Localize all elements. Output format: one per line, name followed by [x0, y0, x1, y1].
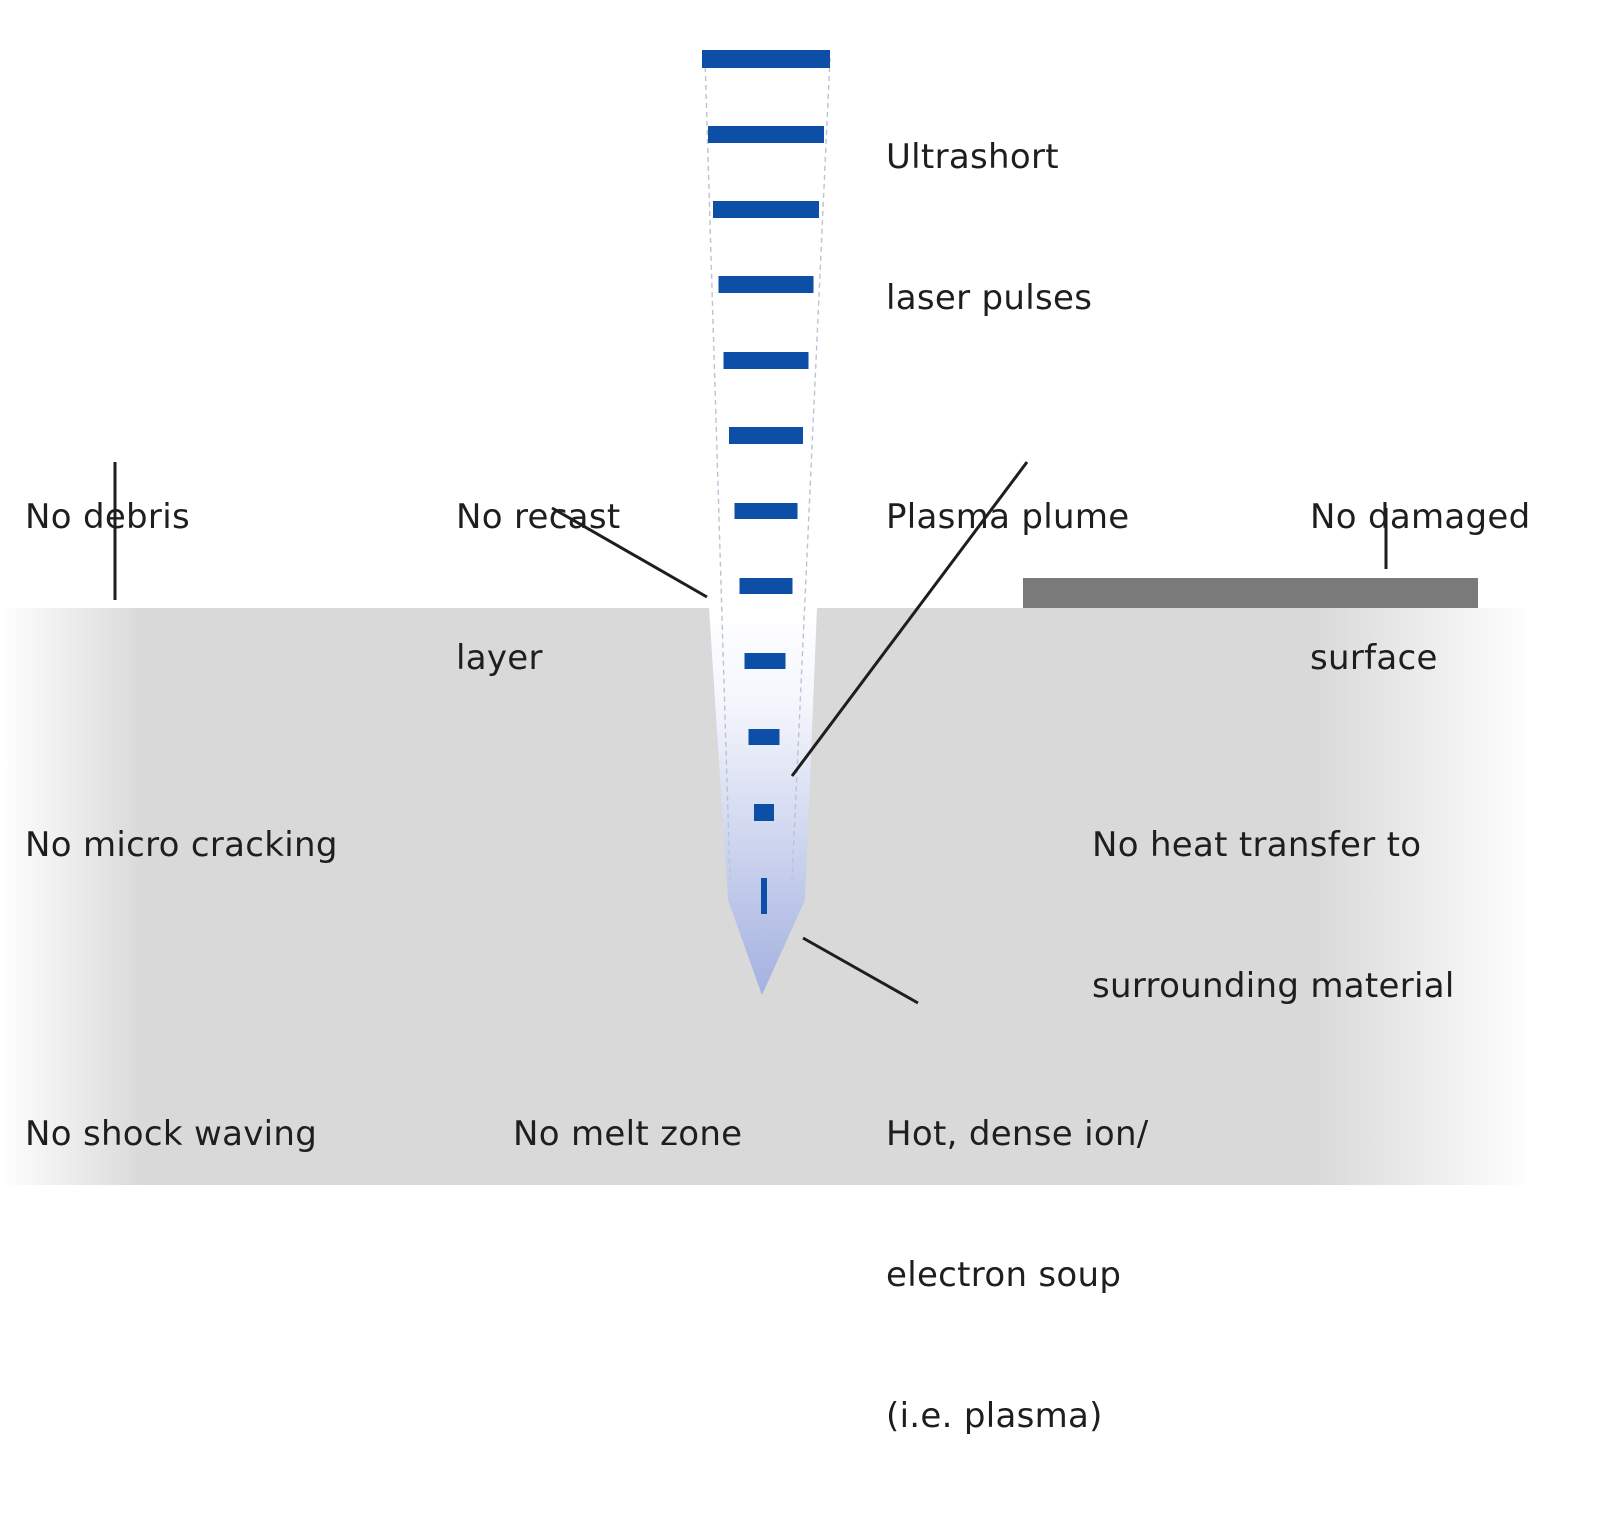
laser-pulse-4 [718, 276, 814, 293]
laser-pulse-11 [754, 804, 774, 821]
label-ultrashort-laser-pulses: Ultrashort laser pulses [886, 137, 1093, 318]
laser-pulse-1 [702, 50, 830, 68]
plasma-plume-leader [790, 461, 1029, 777]
laser-pulse-8 [739, 578, 793, 594]
label-plasma-plume: Plasma plume [886, 497, 1130, 537]
beam-edge-left [704, 57, 731, 881]
laser-pulse-10 [748, 729, 780, 745]
hot-dense-leader [802, 936, 919, 1005]
label-no-shock-waving: No shock waving [25, 1114, 318, 1154]
laser-pulse-9 [744, 653, 786, 669]
laser-pulse-12 [761, 878, 767, 914]
no-recast-leader [551, 506, 708, 599]
laser-pulse-3 [713, 201, 819, 218]
label-no-micro-cracking: No micro cracking [25, 825, 338, 865]
label-no-heat-transfer: No heat transfer to surrounding material [1092, 825, 1455, 1006]
laser-pulse-6 [729, 427, 803, 444]
laser-ablation-diagram: Ultrashort laser pulses No debris No rec… [0, 50, 1600, 1436]
beam-edge-right [791, 57, 831, 881]
laser-pulse-5 [723, 352, 809, 369]
label-no-melt-zone: No melt zone [513, 1114, 743, 1154]
label-no-debris: No debris [25, 497, 190, 537]
laser-pulse-7 [734, 503, 798, 519]
label-no-recast-layer: No recast layer [456, 497, 621, 678]
laser-pulse-2 [708, 126, 824, 143]
label-no-damaged-surface: No damaged surface [1310, 497, 1531, 678]
damaged-surface-bar [1023, 578, 1478, 608]
plasma-plume [709, 608, 817, 995]
diagram-canvas [0, 50, 1600, 1185]
laser-pulses [702, 50, 830, 914]
label-hot-dense-plasma: Hot, dense ion/ electron soup (i.e. plas… [886, 1114, 1149, 1436]
